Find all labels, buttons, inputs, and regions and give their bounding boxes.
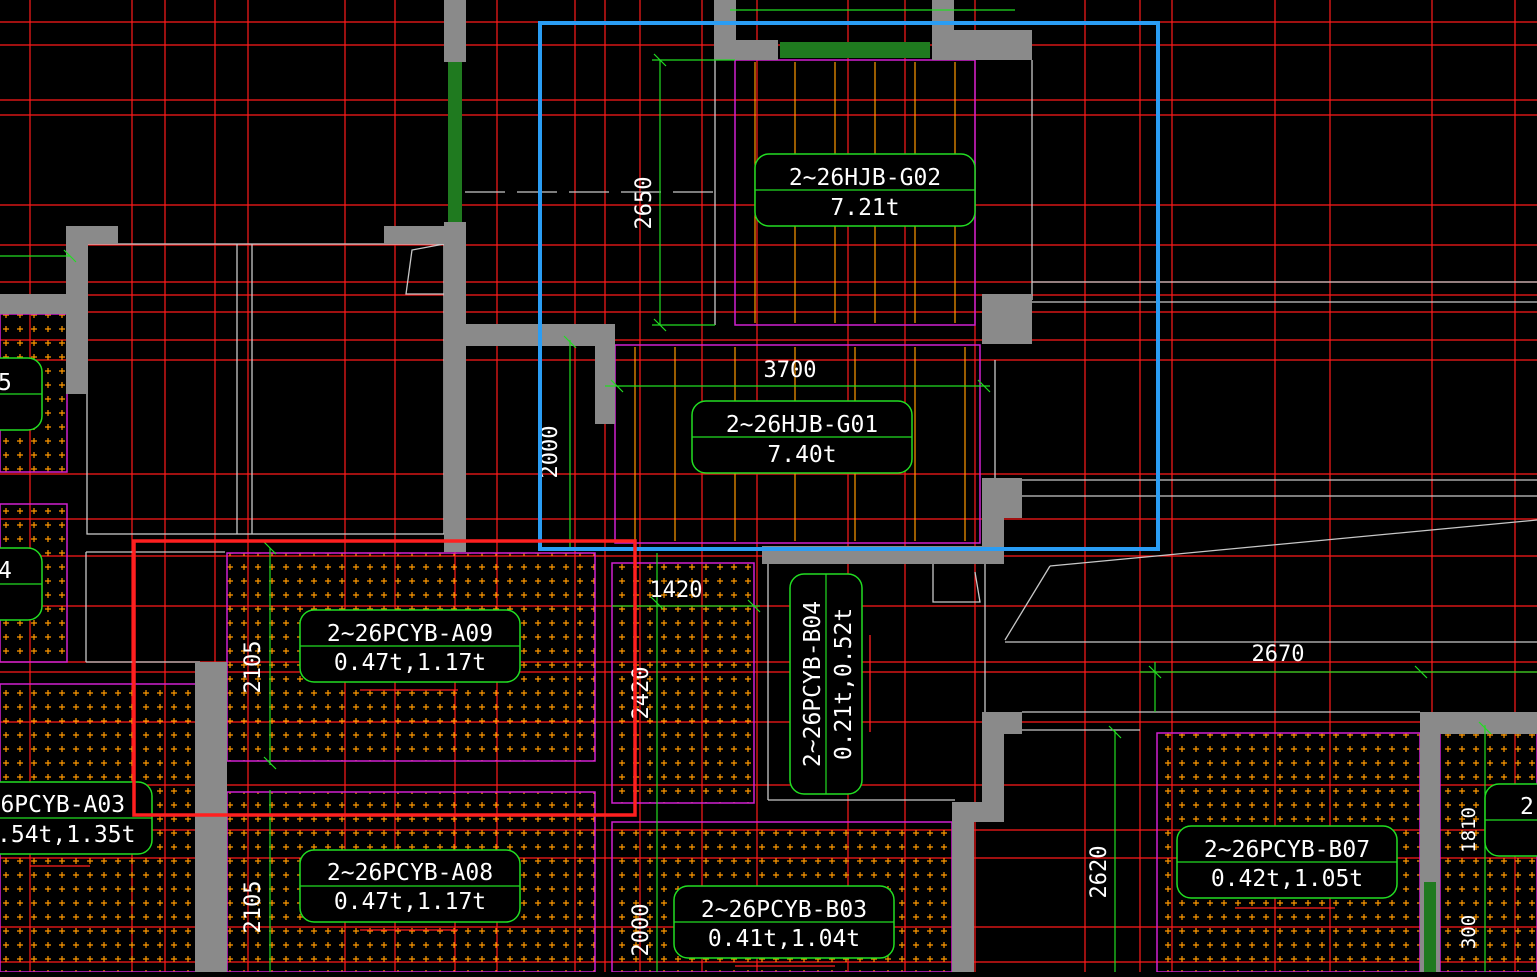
dimension-texts: 2650 3700 2000 1420 2105 2420 2670 2105 … <box>241 177 1480 957</box>
panel-labels: 2~26HJB-G02 7.21t 2~26HJB-G01 7.40t 2~26… <box>0 153 1537 959</box>
panel-label-a09[interactable]: 2~26PCYB-A09 0.47t,1.17t <box>299 609 521 683</box>
panel-label-weight: 7.40t <box>767 442 836 468</box>
panel-label-a08[interactable]: 2~26PCYB-A08 0.47t,1.17t <box>299 849 521 923</box>
panel-label-b03[interactable]: 2~26PCYB-B03 0.41t,1.04t <box>673 885 895 959</box>
panel-label-g02[interactable]: 2~26HJB-G02 7.21t <box>754 153 976 227</box>
room-outline <box>86 243 445 535</box>
panel-outline-g01 <box>614 344 981 544</box>
wall <box>384 226 464 244</box>
panel-label-weight: .54t,1.35t <box>0 822 135 848</box>
dim-tick <box>563 335 577 349</box>
panel-label-id: 2~26PCYB-A08 <box>327 860 493 886</box>
dimension-text: 3700 <box>764 358 817 383</box>
dimension-text: 2650 <box>632 177 657 230</box>
wall <box>714 40 778 60</box>
panel-label-b07[interactable]: 2~26PCYB-B07 0.42t,1.05t <box>1176 825 1398 899</box>
dim-tick <box>610 379 624 393</box>
panel-label-a03[interactable]: 2~26PCYB-A03 .54t,1.35t <box>0 781 153 855</box>
dimension-text: 2105 <box>241 641 266 694</box>
panel-label-id: 2~26PCYB-A03 <box>0 792 125 818</box>
dim-tick <box>263 541 277 555</box>
panel-label-id: 2~26HJB-G02 <box>789 165 941 191</box>
panel-label-weight: 0.41t,1.04t <box>708 926 860 952</box>
wall-core <box>448 62 462 222</box>
panel-label-b04[interactable]: 2~26PCYB-B04 0.21t,0.52t <box>789 573 863 795</box>
panel-label-id: 2~26PCYB-B03 <box>701 897 867 923</box>
dimension-text: 2000 <box>538 426 563 479</box>
door-outline <box>932 564 981 603</box>
wall <box>952 802 974 972</box>
wall-core <box>780 42 930 58</box>
panel-label-g01[interactable]: 2~26HJB-G01 7.40t <box>691 400 913 474</box>
panel-label-id: 2~26PCYB-B04 <box>800 601 826 767</box>
dim-tick <box>263 756 277 770</box>
wall <box>982 294 1032 344</box>
dim-tick <box>1478 721 1492 735</box>
dim-tick <box>1414 665 1428 679</box>
wall <box>595 324 615 424</box>
wall <box>0 294 70 314</box>
dim-tick <box>653 318 667 332</box>
panel-label-id: 2 <box>1520 794 1534 820</box>
wall-cores <box>448 42 1436 972</box>
dimension-text: 2000 <box>629 904 654 957</box>
wall-core <box>1424 882 1436 972</box>
wall <box>1420 712 1537 734</box>
dimension-text: 1810 <box>1458 807 1480 853</box>
panel-label-weight: 0.21t,0.52t <box>831 608 857 760</box>
partial-label-left-lower[interactable]: 4 <box>0 547 43 621</box>
panel-label-id: 2~26PCYB-A09 <box>327 621 493 647</box>
wall <box>982 712 1004 822</box>
door-outline <box>405 243 445 295</box>
wall <box>66 226 88 394</box>
wall <box>195 662 227 972</box>
dimension-text: 2670 <box>1252 642 1305 667</box>
dim-tick <box>977 379 991 393</box>
dim-tick <box>650 596 664 610</box>
dimension-text: 2620 <box>1087 846 1112 899</box>
blue-highlight-box[interactable] <box>538 21 1160 551</box>
room-line <box>1049 519 1537 567</box>
dimension-text: 2420 <box>629 667 654 720</box>
wall <box>982 478 1004 564</box>
load-arrows <box>30 635 1335 967</box>
wall <box>444 324 614 346</box>
wall <box>932 30 1032 60</box>
dimension-text: 2105 <box>241 881 266 934</box>
wall <box>66 226 118 244</box>
panel-label-id: 4 <box>0 558 12 584</box>
panel-label-weight: 0.47t,1.17t <box>334 889 486 915</box>
dimension-text: 300 <box>1458 915 1480 949</box>
dim-tick <box>1148 665 1162 679</box>
dimension-lines <box>0 9 1537 972</box>
panel-label-weight: 0.42t,1.05t <box>1211 866 1363 892</box>
partial-label-right[interactable]: 2 <box>1484 783 1537 857</box>
panel-label-id: 5 <box>0 370 12 396</box>
red-highlight-box[interactable] <box>132 539 637 817</box>
dimension-text: 1420 <box>650 578 703 603</box>
partial-label-left-upper[interactable]: 5 <box>0 357 43 431</box>
dim-tick <box>747 599 761 613</box>
dim-tick <box>63 249 77 263</box>
room-line <box>1004 565 1051 641</box>
panel-label-weight: 0.47t,1.17t <box>334 650 486 676</box>
wall <box>444 222 466 552</box>
dim-tick <box>1108 725 1122 739</box>
panel-label-id: 2~26HJB-G01 <box>726 412 878 438</box>
wall <box>444 0 466 62</box>
dim-tick <box>653 53 667 67</box>
panel-label-id: 2~26PCYB-B07 <box>1204 837 1370 863</box>
panel-label-weight: 7.21t <box>830 195 899 221</box>
